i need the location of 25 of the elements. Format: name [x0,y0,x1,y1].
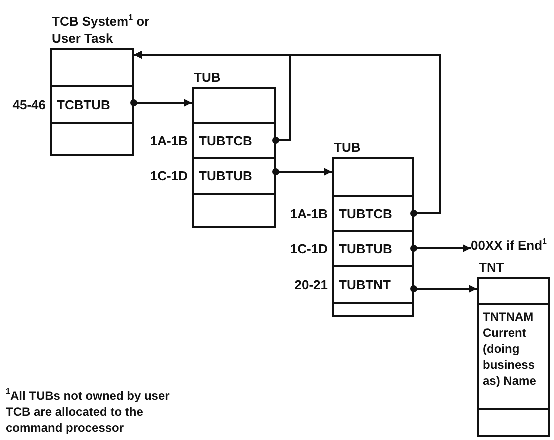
offset-label: 45-46 [12,97,46,112]
field-name: TUBTUB [339,241,392,256]
table-heading: TUB [334,139,362,156]
table-heading: TNT [479,259,506,276]
table-heading: TUB [194,69,222,86]
field-name: TUBTUB [199,168,252,184]
field-name: TUBTCB [339,206,392,221]
pointer-arrow [410,285,477,293]
pointer-arrow [130,99,192,107]
field-name: TCBTUB [57,97,110,112]
offset-label: 1C-1D [150,168,188,184]
offset-label: 1C-1D [290,241,328,256]
table-heading: TCB System$^{1}$ or User Task [52,13,151,47]
offset-label: 1A-1B [150,133,188,148]
offset-label: 20-21 [294,277,328,292]
pointer-arrow [272,168,332,176]
end-note: 00XX if End$^{1}$ [471,238,554,256]
pointer-arrow [134,51,441,217]
field-name: TNTNAM [483,309,535,325]
offset-label: 1A-1B [290,206,328,221]
footnote: $^{1}$All TUBs not owned by user TCB are allocated to the command processor [6,388,171,436]
pointer-arrow [410,244,471,252]
field-name: TUBTCB [199,133,252,148]
field-description: Current (doing business as) Name [483,325,538,389]
field-name: TUBTNT [339,277,391,292]
